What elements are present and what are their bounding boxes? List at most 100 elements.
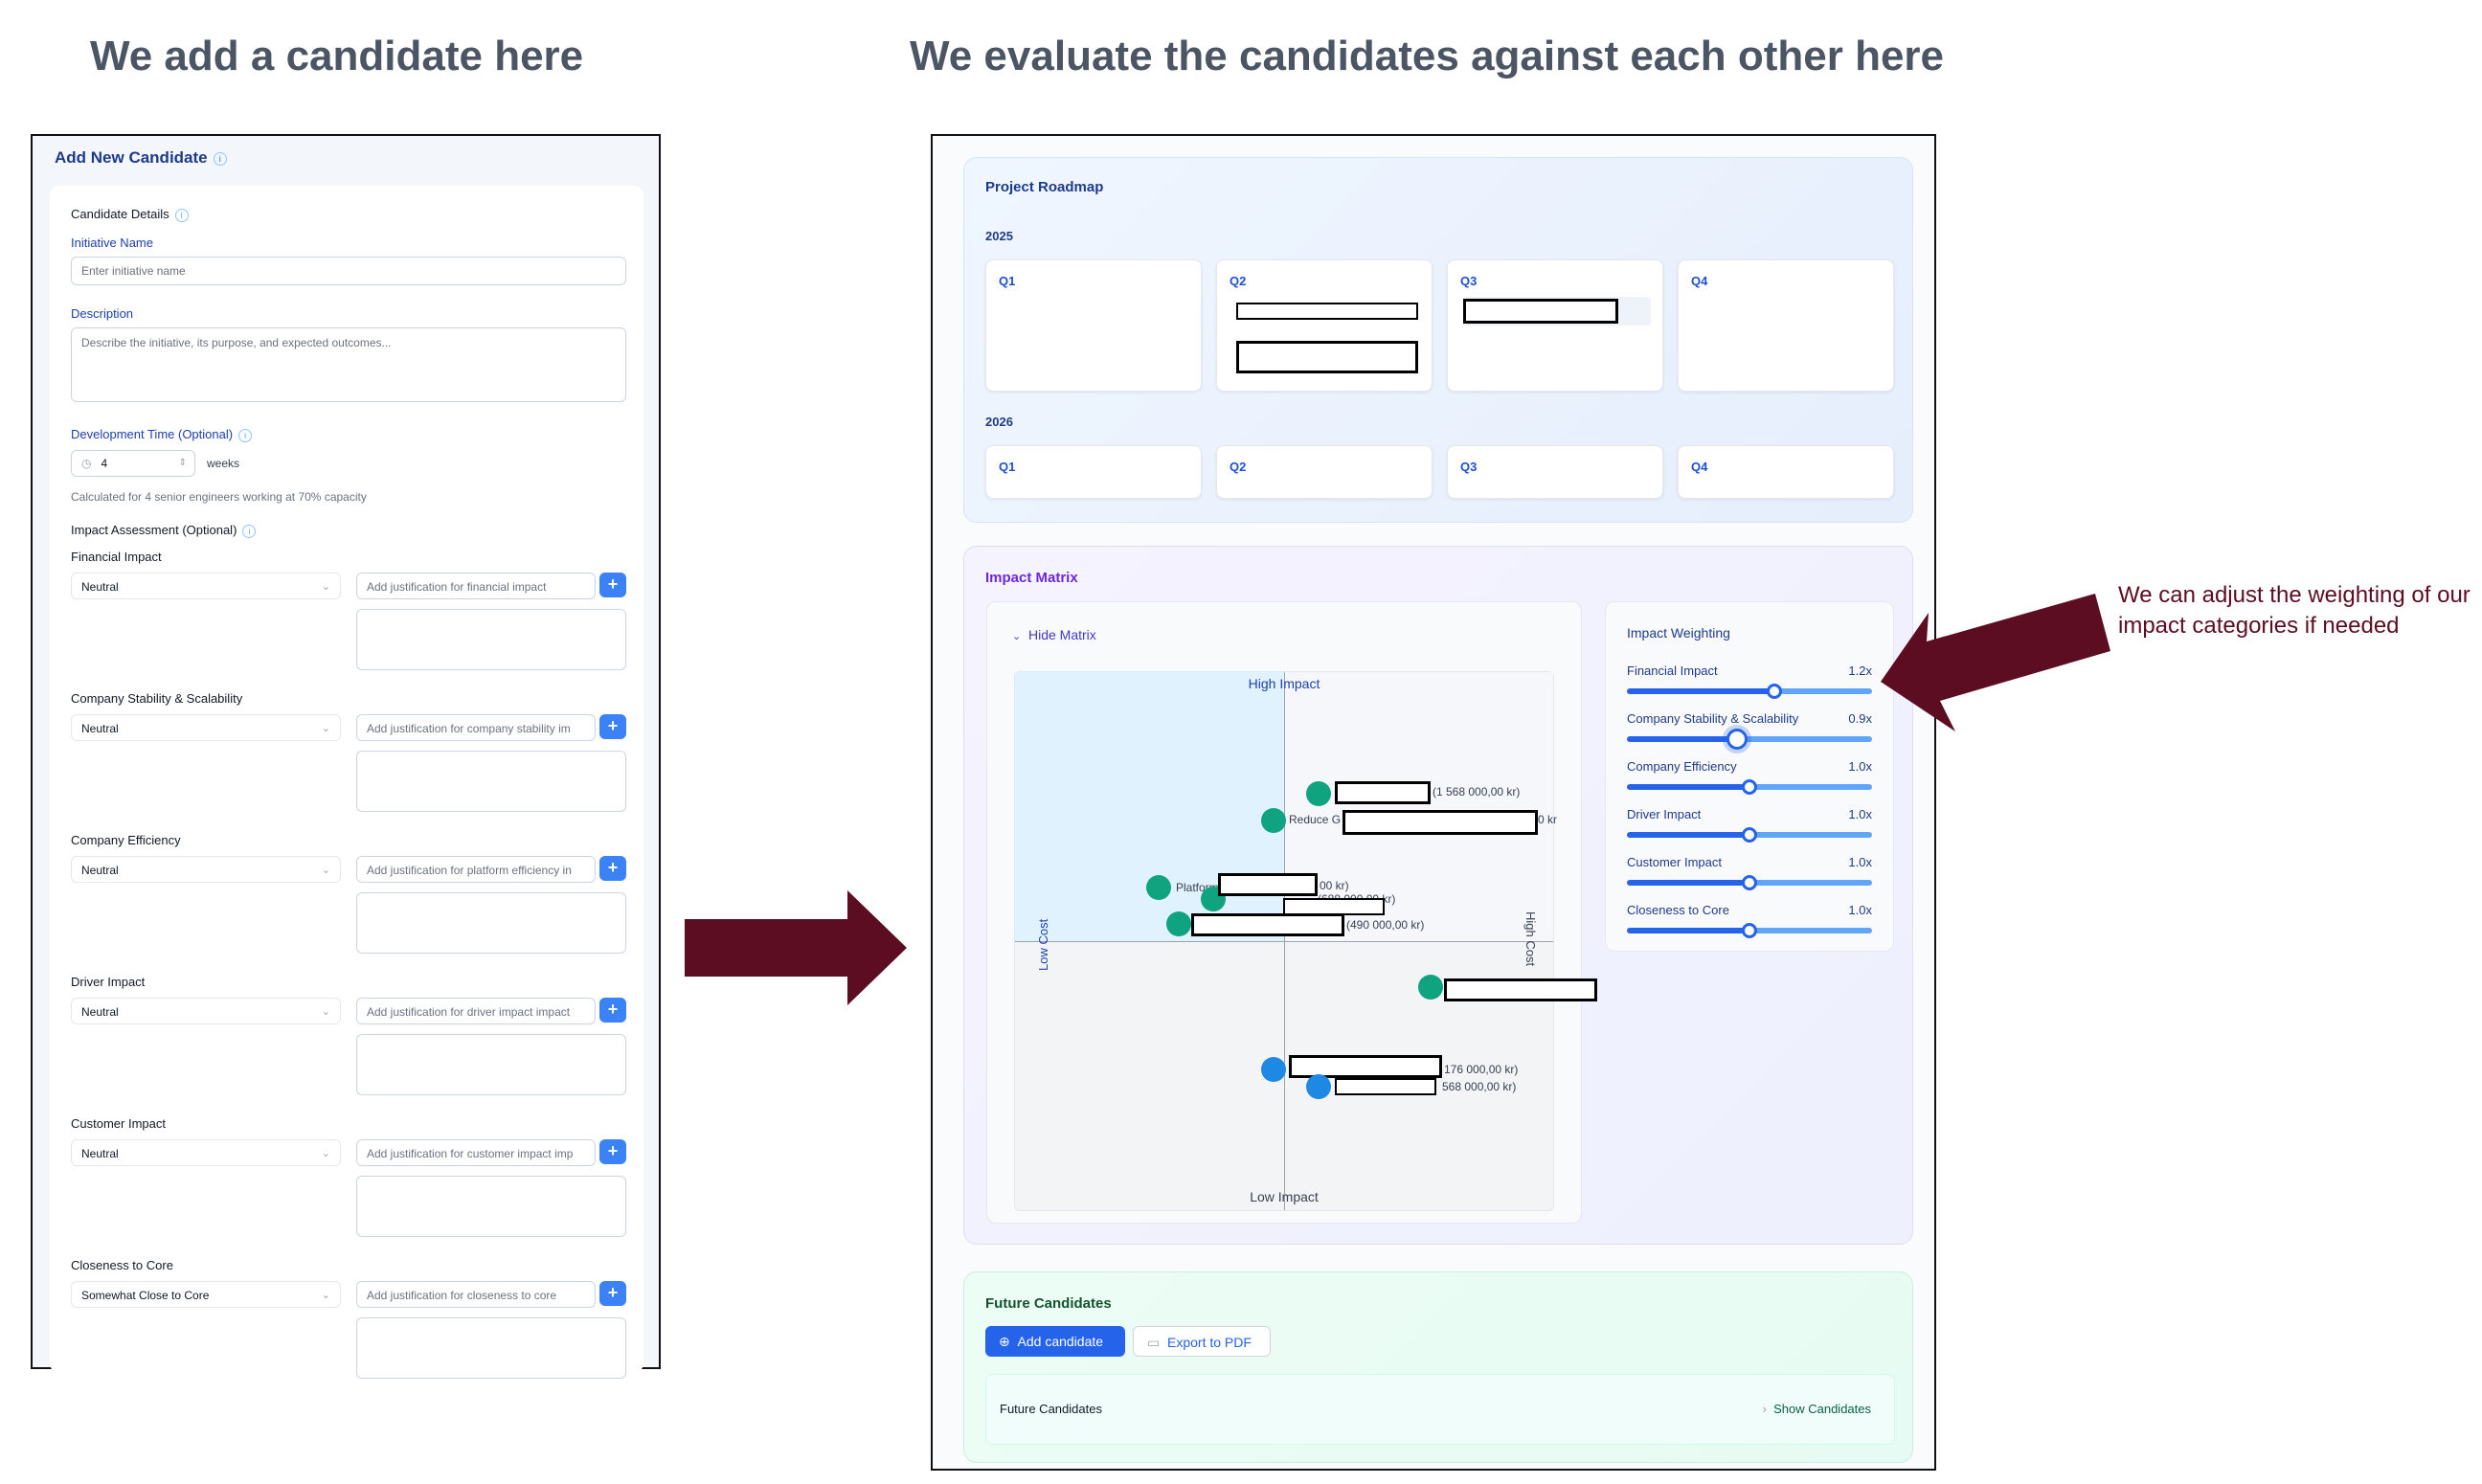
candidate-dot[interactable] — [1306, 1074, 1331, 1099]
weight-slider-track[interactable] — [1749, 928, 1872, 933]
justification-textarea[interactable] — [356, 1034, 626, 1095]
weight-slider-track[interactable] — [1774, 688, 1872, 694]
weight-slider-track[interactable] — [1749, 880, 1872, 886]
weight-value: 1.2x — [1848, 663, 1872, 678]
weight-slider-thumb[interactable] — [1767, 684, 1782, 699]
info-icon: i — [238, 428, 253, 442]
weight-slider-track[interactable] — [1737, 736, 1872, 742]
justification-input[interactable]: Add justification for closeness to core — [356, 1281, 596, 1308]
justification-input[interactable]: Add justification for company stability … — [356, 714, 596, 741]
quarter-cell[interactable]: Q4 — [1678, 259, 1894, 392]
candidate-dot[interactable] — [1418, 975, 1443, 1000]
impact-select[interactable]: Somewhat Close to Core⌄ — [71, 1281, 341, 1308]
quarter-cell[interactable]: Q1 — [985, 445, 1202, 499]
weight-slider-thumb[interactable] — [1726, 729, 1748, 750]
weight-slider-thumb[interactable] — [1742, 827, 1757, 843]
show-candidates-button[interactable]: › Show Candidates — [1763, 1402, 1871, 1416]
roadmap-title: Project Roadmap — [985, 179, 1104, 195]
weight-slider-thumb[interactable] — [1742, 875, 1757, 890]
add-justification-button[interactable]: + — [599, 714, 626, 739]
annotation-line-2: impact categories if needed — [2118, 613, 2400, 639]
annotation-line-1: We can adjust the weighting of our — [2118, 582, 2471, 608]
add-justification-button[interactable]: + — [599, 998, 626, 1023]
redacted-candidate — [1191, 913, 1344, 936]
clock-icon: ◷ — [81, 457, 92, 470]
impact-select[interactable]: Neutral⌄ — [71, 1139, 341, 1166]
justification-input[interactable]: Add justification for customer impact im… — [356, 1139, 596, 1166]
dev-time-label: Development Time (Optional)i — [71, 427, 253, 442]
add-justification-button[interactable]: + — [599, 1139, 626, 1164]
dev-time-stepper[interactable]: ◷ 4 ⇕ — [71, 450, 195, 477]
quarter-cell[interactable]: Q3 — [1447, 445, 1663, 499]
future-candidates-title: Future Candidates — [985, 1295, 1112, 1312]
candidate-cost-label: (1 568 000,00 kr) — [1433, 785, 1521, 798]
description-textarea[interactable]: Describe the initiative, its purpose, an… — [71, 327, 626, 402]
impact-select[interactable]: Neutral⌄ — [71, 998, 341, 1024]
candidate-dot[interactable] — [1261, 808, 1286, 833]
impact-block-driver: Driver Impact Neutral⌄ Add justification… — [50, 975, 643, 1109]
weight-slider-fill[interactable] — [1627, 688, 1774, 694]
impact-block-stability: Company Stability & Scalability Neutral⌄… — [50, 691, 643, 825]
redacted-candidate[interactable] — [1236, 303, 1418, 320]
add-candidate-title-text: Add New Candidate — [55, 148, 208, 167]
evaluation-screenshot: Project Roadmap 2025 Q1 Q2 Q3 Q4 2026 Q1… — [931, 134, 1936, 1471]
redacted-candidate — [1335, 1078, 1436, 1095]
stepper-arrows-icon[interactable]: ⇕ — [178, 458, 187, 468]
justification-input[interactable]: Add justification for platform efficienc… — [356, 856, 596, 883]
chevron-down-icon: ⌄ — [1012, 631, 1022, 642]
add-justification-button[interactable]: + — [599, 573, 626, 597]
weight-label: Company Stability & Scalability — [1627, 711, 1799, 726]
quarter-cell[interactable]: Q3 — [1447, 259, 1663, 392]
candidate-dot[interactable] — [1261, 1057, 1286, 1082]
impact-select[interactable]: Neutral⌄ — [71, 856, 341, 883]
weight-slider-fill[interactable] — [1627, 736, 1737, 742]
redacted-candidate[interactable] — [1463, 299, 1618, 324]
impact-label: Financial Impact — [71, 550, 162, 564]
add-candidate-button[interactable]: ⊕ Add candidate — [985, 1326, 1125, 1357]
impact-assessment-text: Impact Assessment (Optional) — [71, 523, 237, 537]
weight-slider-track[interactable] — [1749, 784, 1872, 790]
weight-slider-fill[interactable] — [1627, 784, 1749, 790]
quarter-cell[interactable]: Q1 — [985, 259, 1202, 392]
matrix-plot: High Impact Low Impact Low Cost High Cos… — [1014, 671, 1597, 1211]
quarter-cell[interactable]: Q4 — [1678, 445, 1894, 499]
weight-slider-track[interactable] — [1749, 832, 1872, 838]
justification-textarea[interactable] — [356, 609, 626, 670]
redacted-candidate[interactable] — [1236, 341, 1418, 373]
initiative-name-input[interactable]: Enter initiative name — [71, 257, 626, 285]
candidate-dot[interactable] — [1306, 781, 1331, 806]
add-justification-button[interactable]: + — [599, 1281, 626, 1306]
weight-slider-thumb[interactable] — [1742, 923, 1757, 938]
candidate-dot[interactable] — [1166, 911, 1191, 936]
weight-slider-thumb[interactable] — [1742, 779, 1757, 795]
weight-slider-fill[interactable] — [1627, 928, 1749, 933]
year-label: 2025 — [985, 229, 1013, 243]
justification-textarea[interactable] — [356, 751, 626, 812]
impact-select[interactable]: Neutral⌄ — [71, 714, 341, 741]
quarter-cell[interactable]: Q2 — [1216, 259, 1433, 392]
justification-input[interactable]: Add justification for financial impact — [356, 573, 596, 599]
justification-input[interactable]: Add justification for driver impact impa… — [356, 998, 596, 1024]
export-pdf-button[interactable]: ▭ Export to PDF — [1133, 1326, 1271, 1357]
weight-slider-fill[interactable] — [1627, 832, 1749, 838]
impact-label: Driver Impact — [71, 975, 146, 989]
impact-label: Closeness to Core — [71, 1258, 173, 1272]
weight-label: Closeness to Core — [1627, 903, 1729, 917]
quarter-cell[interactable]: Q2 — [1216, 445, 1433, 499]
candidate-dot[interactable] — [1146, 875, 1171, 900]
justification-textarea[interactable] — [356, 1317, 626, 1379]
initiative-name-label: Initiative Name — [71, 236, 153, 250]
justification-textarea[interactable] — [356, 1176, 626, 1237]
year-label: 2026 — [985, 415, 1013, 429]
impact-select-value: Neutral — [81, 1005, 119, 1019]
add-justification-button[interactable]: + — [599, 856, 626, 881]
impact-select[interactable]: Neutral⌄ — [71, 573, 341, 599]
quarter-label: Q3 — [1460, 460, 1478, 474]
justification-textarea[interactable] — [356, 892, 626, 954]
candidate-cost-label: 0 kr — [1538, 813, 1558, 826]
hide-matrix-label: Hide Matrix — [1028, 627, 1096, 642]
weight-slider-fill[interactable] — [1627, 880, 1749, 886]
hide-matrix-toggle[interactable]: ⌄ Hide Matrix — [1012, 627, 1096, 642]
